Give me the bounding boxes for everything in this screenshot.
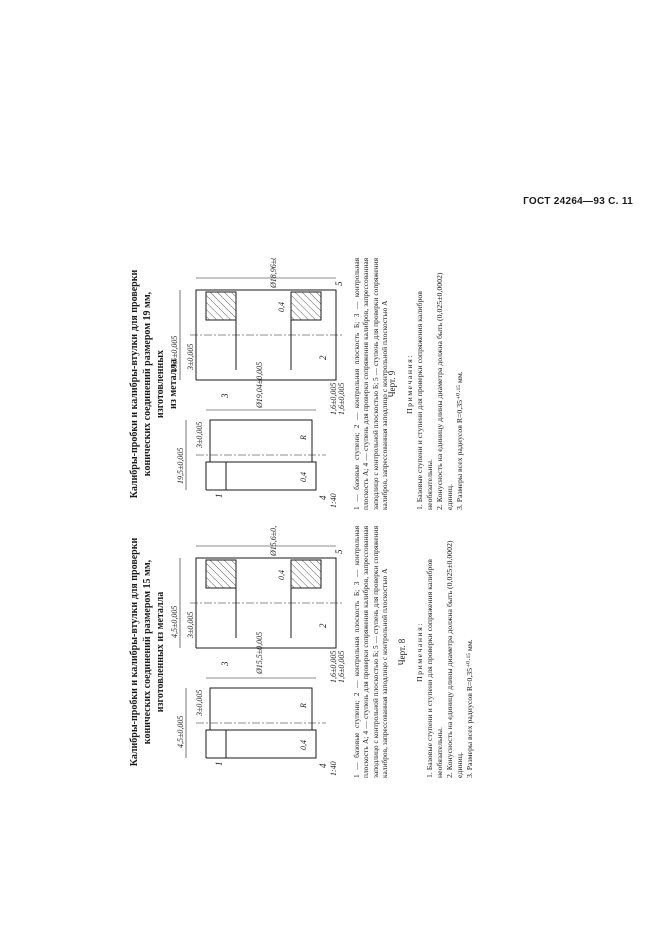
sleeve-outline [195,557,337,649]
drawing-chert-9: 19,5±0,005 3±0,005 19,5±0,005 3±0,005 1,… [170,258,346,508]
dim-label: 3±0,005 [186,612,195,639]
sleeve-hatch-top [205,559,237,589]
legend: 1 — базовые ступени; 2 — контрольная пло… [352,526,390,778]
note-item: 1. Базовые ступени и ступени для проверк… [415,291,434,510]
dim-label: 3±0,005 [186,344,195,371]
callout-number: 2 [318,355,328,360]
dim-label: 1:40 [329,493,338,508]
callout-number: 5 [334,549,344,554]
note-item: 3. Размеры всех радиусов R=0,35⁺⁰·¹⁵ мм. [465,639,474,778]
dim-label: 4,5±0,005 [170,606,179,638]
title-line: Калибры-пробки и калибры-втулки для пров… [129,269,140,499]
section-chert-8: Калибры-пробки и калибры-втулки для пров… [122,526,522,778]
note-item: 3. Размеры всех радиусов R=0,35⁺⁰·¹⁵ мм. [455,371,464,510]
radius-label: R [299,703,308,709]
dim-label: Ø15,5±0,005 [255,632,264,675]
plug-outline [205,419,317,491]
callout-number: 4 [318,495,328,500]
dim-label: 1:40 [329,761,338,776]
dim-label: Ø15,6±0,005 [269,526,278,557]
note-item: 2. Конусность на единицу длины диаметра … [435,272,454,510]
radius-label: 0,4 [299,740,308,750]
sleeve-hatch-bottom [290,559,322,589]
callout-number: 3 [220,393,230,399]
callout-number: 1 [214,762,224,767]
dim-label: 4,5±0,005 [176,716,185,748]
page-header: ГОСТ 24264—93 С. 11 [523,196,633,207]
rotated-page-body: Калибры-пробки и калибры-втулки для пров… [122,258,522,778]
dim-label: 19,5±0,005 [170,336,179,372]
callout-number: 1 [214,494,224,499]
dim-label: 1,6±0,005 [329,651,338,683]
sleeve-hatch-top [205,291,237,321]
section-title: Калибры-пробки и калибры-втулки для пров… [128,526,167,778]
dim-label: Ø18,96±0,005 [269,258,278,289]
callout-number: 3 [220,661,230,667]
dim-label: 1,6±0,005 [337,651,346,683]
callout-number: 5 [334,281,344,286]
sleeve-outline [195,289,337,381]
figure-label: Черт. 8 [397,638,407,666]
notes-title: Примечания: [405,354,414,414]
figure-label: Черт. 9 [387,370,397,398]
note-item: 2. Конусность на единицу длины диаметра … [445,540,464,778]
dim-label: 1,6±0,005 [329,383,338,415]
radius-label: 0,4 [277,302,286,312]
drawing-chert-8: 4,5±0,005 3±0,005 4,5±0,005 3±0,005 1,6±… [170,526,346,776]
dim-label: 19,5±0,005 [176,448,185,484]
legend: 1 — базовые ступени; 2 — контрольная пло… [352,258,390,510]
notes: Примечания: 1. Базовые ступени и ступени… [405,258,465,510]
callout-number: 2 [318,623,328,628]
section-chert-9: Калибры-пробки и калибры-втулки для пров… [122,258,522,510]
radius-label: 0,4 [299,472,308,482]
dim-label: 3±0,005 [195,422,204,449]
notes: Примечания: 1. Базовые ступени и ступени… [415,526,475,778]
callout-number: 4 [318,763,328,768]
radius-label: R [299,435,308,441]
plug-outline [205,687,317,759]
dim-label: 1,6±0,005 [337,383,346,415]
dim-label: 3±0,005 [195,690,204,717]
sleeve-hatch-bottom [290,291,322,321]
note-item: 1. Базовые ступени и ступени для проверк… [425,559,444,778]
notes-title: Примечания: [415,622,424,682]
dim-label: Ø19,04±0,005 [255,362,264,409]
title-line: конических соединений размером 15 мм, [142,559,153,745]
title-line: Калибры-пробки и калибры-втулки для пров… [129,537,140,767]
radius-label: 0,4 [277,570,286,580]
title-line: конических соединений размером 19 мм, из… [142,291,166,477]
